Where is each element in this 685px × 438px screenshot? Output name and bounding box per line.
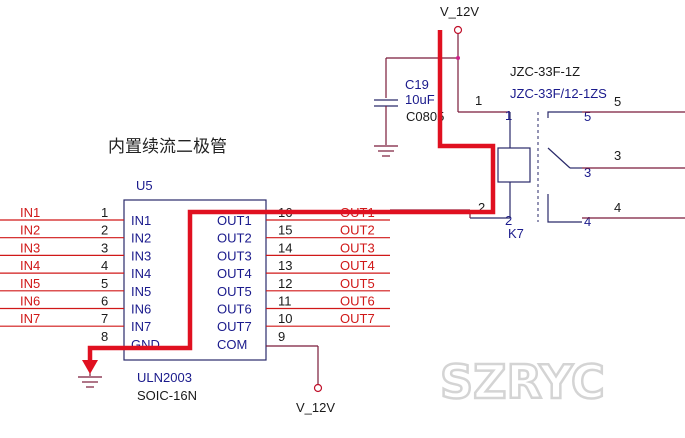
relay-model-a: JZC-33F-1Z — [510, 64, 580, 79]
relay-contact-nc — [547, 111, 582, 118]
ic-ref: U5 — [136, 178, 153, 193]
ic-right-pin-number: 10 — [278, 311, 292, 326]
supply-bottom-port — [313, 383, 323, 393]
relay-coil-ext-1: 1 — [475, 93, 482, 108]
relay-contact-pin5: 5 — [584, 109, 591, 124]
ic-right-pin-number: 11 — [278, 294, 292, 309]
ic-left-pin-number: 2 — [101, 223, 108, 238]
ic-right-pin-name: OUT3 — [217, 248, 252, 263]
cap-package: C0805 — [406, 109, 444, 124]
ic-left-pin-name: IN5 — [131, 284, 151, 299]
relay-ext-pin4: 4 — [614, 200, 621, 215]
ic-left-pin-number: 8 — [101, 329, 108, 344]
cap-value: 10uF — [405, 92, 435, 107]
relay-coil-ext-2: 2 — [478, 200, 485, 215]
ic-right-net-label: OUT2 — [340, 223, 375, 238]
ic-right-net-label: OUT4 — [340, 258, 375, 273]
ic-right-pin-number: 13 — [278, 258, 292, 273]
ic-left-pin-number: 4 — [101, 258, 108, 273]
ic-right-pin-number: 15 — [278, 223, 292, 238]
ic-right-pin-number: 12 — [278, 276, 292, 291]
ic-left-pin-number: 3 — [101, 240, 108, 255]
relay-ref: K7 — [508, 226, 524, 241]
ic-left-net-label: IN3 — [20, 240, 40, 255]
cap-ref: C19 — [405, 77, 429, 92]
relay-coil-box — [497, 147, 531, 183]
relay-contact-arm — [547, 147, 571, 169]
ic-right-pin-name: OUT2 — [217, 231, 252, 246]
ic-left-pin-name: IN1 — [131, 213, 151, 228]
relay-contact-pin4: 4 — [584, 214, 591, 229]
ic-left-pin-number: 6 — [101, 294, 108, 309]
ic-left-pin-name: IN7 — [131, 319, 151, 334]
ic-left-pin-name: IN4 — [131, 266, 151, 281]
ic-right-pin-name: OUT5 — [217, 284, 252, 299]
ic-part: ULN2003 — [137, 370, 192, 385]
ic-left-pin-name: IN2 — [131, 231, 151, 246]
relay-model-b: JZC-33F/12-1ZS — [510, 86, 607, 101]
ic-left-pin-name: IN6 — [131, 302, 151, 317]
cap-ground-icon — [374, 145, 398, 157]
ic-left-pin-name: IN3 — [131, 248, 151, 263]
relay-ext-pin3: 3 — [614, 148, 621, 163]
ic-left-pin-number: 7 — [101, 311, 108, 326]
relay-contact-pin3: 3 — [584, 165, 591, 180]
ic-body — [123, 199, 267, 361]
ic-right-pins: OUT116OUT1OUT215OUT2OUT314OUT3OUT413OUT4… — [217, 205, 390, 352]
ic-right-net-label: OUT6 — [340, 294, 375, 309]
current-path-arrow-icon — [82, 360, 98, 374]
supply-top-label: V_12V — [440, 4, 479, 19]
title-freewheel-diode: 内置续流二极管 — [108, 137, 227, 157]
ic-right-pin-number: 14 — [278, 240, 292, 255]
ic-right-pin-number: 9 — [278, 329, 285, 344]
current-path-highlight — [87, 30, 496, 364]
ic-left-net-label: IN4 — [20, 258, 40, 273]
ic-package: SOIC-16N — [137, 388, 197, 403]
ic-left-net-label: IN2 — [20, 223, 40, 238]
ic-left-pin-number: 1 — [101, 205, 108, 220]
ic-right-pin-name: OUT7 — [217, 319, 252, 334]
cap-junction — [456, 56, 460, 60]
watermark: SZRYC — [440, 355, 605, 409]
ic-right-pin-name: COM — [217, 337, 247, 352]
ic-right-net-label: OUT7 — [340, 311, 375, 326]
ic-ground-icon — [78, 376, 102, 388]
ic-right-net-label: OUT5 — [340, 276, 375, 291]
ic-left-net-label: IN7 — [20, 311, 40, 326]
relay-contact-no — [547, 194, 582, 223]
ic-left-net-label: IN5 — [20, 276, 40, 291]
ic-left-net-label: IN6 — [20, 294, 40, 309]
supply-bottom-label: V_12V — [296, 400, 335, 415]
ic-right-pin-name: OUT4 — [217, 266, 252, 281]
ic-right-net-label: OUT3 — [340, 240, 375, 255]
relay-coil-pin2: 2 — [505, 213, 512, 228]
ic-right-pin-name: OUT1 — [217, 213, 252, 228]
relay-ext-pin5: 5 — [614, 94, 621, 109]
ic-left-pin-number: 5 — [101, 276, 108, 291]
relay-coil-pin1: 1 — [505, 108, 512, 123]
ic-right-pin-name: OUT6 — [217, 302, 252, 317]
supply-top-port — [453, 25, 463, 35]
ic-left-net-label: IN1 — [20, 205, 40, 220]
